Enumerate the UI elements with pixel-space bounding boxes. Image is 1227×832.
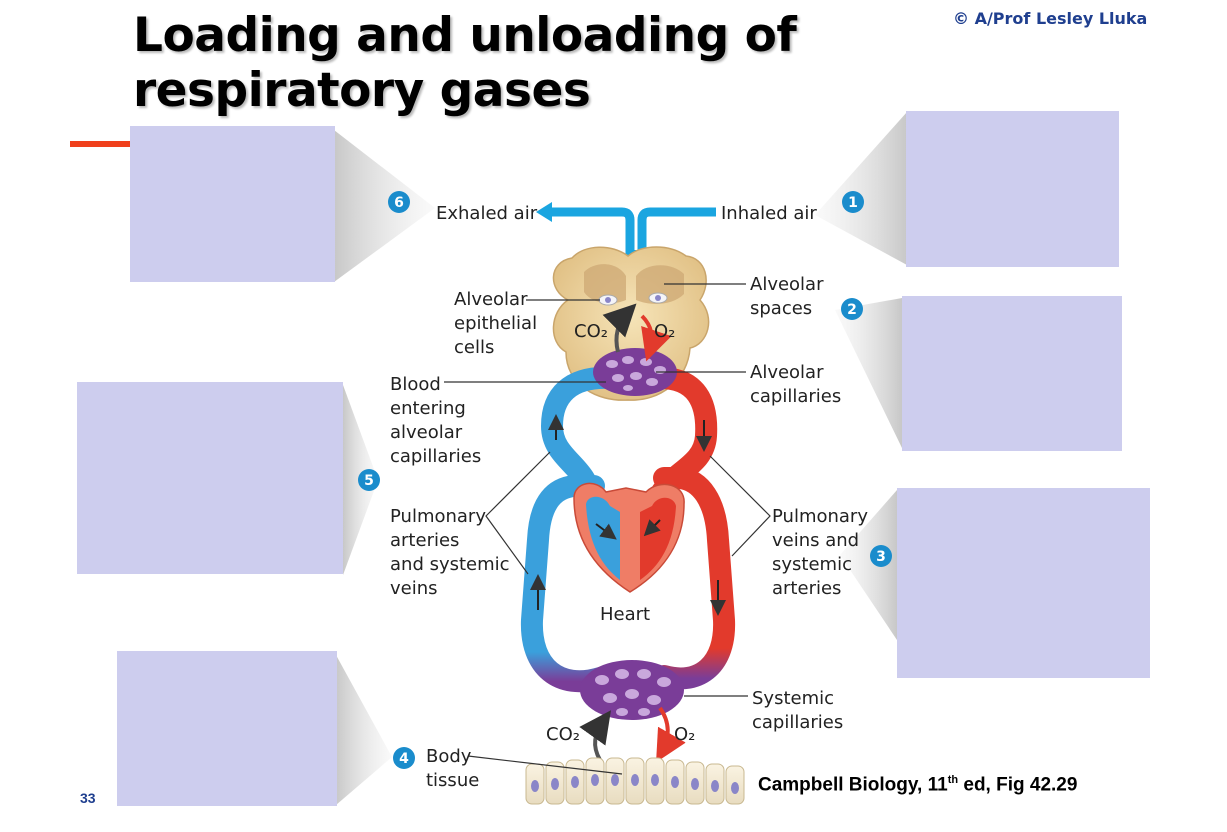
label-pulmonary-arteries-1: Pulmonary bbox=[390, 506, 486, 527]
exhale-arrow bbox=[548, 207, 635, 262]
label-pulmonary-veins-2: veins and bbox=[772, 530, 859, 551]
svg-text:2: 2 bbox=[847, 302, 857, 318]
body-tissue-cells bbox=[525, 757, 745, 805]
co2-tissue-arrow bbox=[579, 710, 611, 761]
label-systemic-capillaries-1: Systemic bbox=[752, 688, 834, 709]
citation-edition: ed, Fig 42.29 bbox=[958, 774, 1078, 796]
label-alveolar-spaces-2: spaces bbox=[750, 298, 812, 319]
title-accent-line bbox=[70, 141, 132, 147]
label-alveolar-capillaries-1: Alveolar bbox=[750, 362, 824, 383]
diagram-labels: Exhaled air Inhaled air Alveolar epithel… bbox=[390, 203, 868, 791]
step-badge-2: 2 bbox=[841, 298, 863, 320]
answer-box-5[interactable] bbox=[77, 382, 343, 574]
inhale-arrow bbox=[637, 207, 716, 252]
callout-wedge-6 bbox=[334, 130, 435, 282]
svg-text:6: 6 bbox=[394, 195, 404, 211]
title-line-1: Loading and unloading of bbox=[133, 8, 797, 63]
label-inhaled-air: Inhaled air bbox=[721, 203, 817, 224]
label-systemic-capillaries-2: capillaries bbox=[752, 712, 843, 733]
label-alveolar-spaces-1: Alveolar bbox=[750, 274, 824, 295]
leader-lines bbox=[444, 283, 771, 775]
citation-text: Campbell Biology, 11 bbox=[758, 774, 948, 796]
label-heart: Heart bbox=[600, 604, 650, 625]
label-alveolar-capillaries-2: capillaries bbox=[750, 386, 841, 407]
label-blood-entering-2: entering bbox=[390, 398, 466, 419]
heart-icon bbox=[573, 482, 685, 593]
label-pulmonary-veins-4: arteries bbox=[772, 578, 841, 599]
step-badge-4: 4 bbox=[393, 747, 415, 769]
alveolar-space-left bbox=[584, 264, 626, 304]
page-title: Loading and unloading of respiratory gas… bbox=[133, 8, 797, 118]
step-badge-1: 1 bbox=[842, 191, 864, 213]
answer-box-2[interactable] bbox=[902, 296, 1122, 451]
callout-wedge-1 bbox=[815, 112, 907, 265]
callout-wedge-3 bbox=[840, 490, 897, 640]
flow-direction-arrows bbox=[530, 414, 726, 616]
label-blood-entering-4: capillaries bbox=[390, 446, 481, 467]
o2-enter-arrow bbox=[640, 314, 672, 362]
callout-wedge-4 bbox=[336, 655, 392, 805]
label-blood-entering-1: Blood bbox=[390, 374, 441, 395]
systemic-artery-vessel bbox=[653, 467, 736, 690]
step-badge-5: 5 bbox=[358, 469, 380, 491]
label-alveolar-epithelial-1: Alveolar bbox=[454, 289, 528, 310]
alveolar-space-right bbox=[636, 265, 684, 304]
citation-superscript: th bbox=[947, 774, 959, 786]
callout-wedge-2 bbox=[835, 298, 902, 448]
page-number: 33 bbox=[80, 790, 96, 806]
svg-text:5: 5 bbox=[364, 473, 374, 489]
heart-left-side bbox=[640, 497, 676, 580]
label-pulmonary-veins-3: systemic bbox=[772, 554, 852, 575]
label-pulmonary-veins-1: Pulmonary bbox=[772, 506, 868, 527]
step-badge-6: 6 bbox=[388, 191, 410, 213]
title-line-2: respiratory gases bbox=[133, 63, 591, 118]
svg-text:1: 1 bbox=[848, 195, 858, 211]
label-co2-top: CO₂ bbox=[574, 321, 608, 342]
circulation bbox=[520, 303, 736, 763]
svg-text:3: 3 bbox=[876, 549, 886, 565]
answer-box-1[interactable] bbox=[906, 111, 1119, 267]
label-exhaled-air: Exhaled air bbox=[436, 203, 538, 224]
label-o2-bottom: O₂ bbox=[674, 724, 695, 745]
label-pulmonary-arteries-3: and systemic bbox=[390, 554, 510, 575]
citation: Campbell Biology, 11th ed, Fig 42.29 bbox=[758, 774, 1077, 796]
answer-box-3[interactable] bbox=[897, 488, 1150, 678]
copyright-notice: © A/Prof Lesley Lluka bbox=[953, 9, 1148, 28]
label-co2-bottom: CO₂ bbox=[546, 724, 580, 745]
co2-exit-arrow bbox=[602, 303, 637, 353]
exhale-arrowhead bbox=[536, 202, 552, 222]
label-alveolar-epithelial-2: epithelial bbox=[454, 313, 537, 334]
label-pulmonary-arteries-2: arteries bbox=[390, 530, 459, 551]
svg-text:4: 4 bbox=[399, 751, 409, 767]
systemic-vein-vessel bbox=[520, 475, 611, 693]
label-blood-entering-3: alveolar bbox=[390, 422, 463, 443]
label-pulmonary-arteries-4: veins bbox=[390, 578, 438, 599]
answer-box-4[interactable] bbox=[117, 651, 337, 806]
o2-tissue-arrow bbox=[656, 706, 686, 763]
label-o2-top: O₂ bbox=[654, 321, 675, 342]
label-body-tissue-2: tissue bbox=[426, 770, 479, 791]
systemic-capillary-bed bbox=[580, 660, 684, 720]
label-alveolar-epithelial-3: cells bbox=[454, 337, 494, 358]
answer-box-6[interactable] bbox=[130, 126, 335, 282]
label-body-tissue-1: Body bbox=[426, 746, 472, 767]
step-badge-3: 3 bbox=[870, 545, 892, 567]
